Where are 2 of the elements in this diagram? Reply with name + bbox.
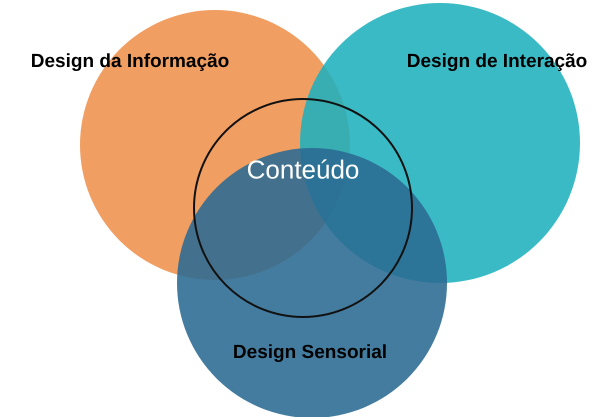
circle-label: Design Sensorial xyxy=(232,342,388,364)
circle-label: Conteúdo xyxy=(246,154,360,186)
